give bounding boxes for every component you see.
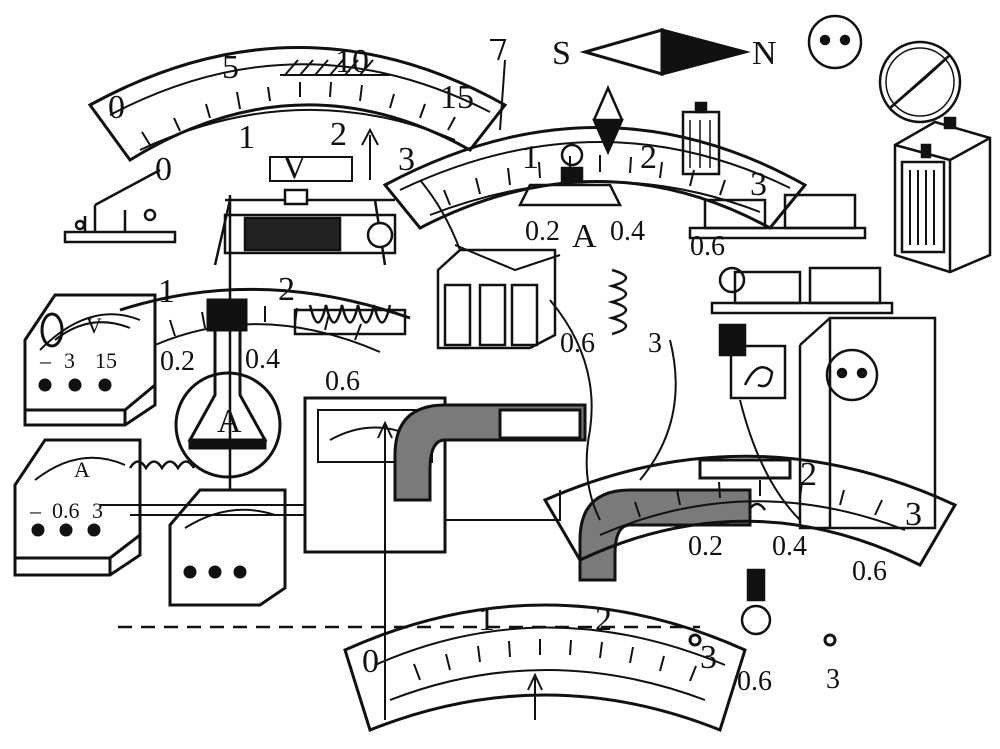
v-low-1: 1 <box>238 119 255 156</box>
bench-ammeter-center <box>168 488 287 607</box>
v-tick-0: 0 <box>108 89 125 126</box>
connecting-wires <box>100 39 801 521</box>
bench-v-terminal-3: 3 <box>64 348 75 373</box>
ar-low-02: 0.2 <box>688 531 723 562</box>
v-tick-10: 10 <box>335 43 369 80</box>
horseshoe-magnet-1 <box>393 403 587 502</box>
v-tick-5: 5 <box>222 49 239 86</box>
battery-icon <box>681 101 721 176</box>
bench-v-terminal-15: 15 <box>95 348 117 373</box>
am-tick-2: 2 <box>640 139 657 176</box>
compass-needle-icon <box>592 84 624 156</box>
ar-tick-2: 2 <box>800 456 817 493</box>
ab-tick-1: 1 <box>478 601 495 638</box>
bench-ammeter-left <box>13 438 142 577</box>
am-terminal-3: 3 <box>648 328 662 359</box>
ar-low-06: 0.6 <box>852 556 887 587</box>
ab-tick-2: 2 <box>595 601 612 638</box>
al-low-04: 0.4 <box>245 344 280 375</box>
rheostat-icon <box>213 188 397 266</box>
bench-a-terminal-06: 0.6 <box>52 498 80 523</box>
ammeter-mid-labels: 1 2 3 0.2 0.4 0.6 A 0.6 3 <box>522 139 767 359</box>
ab-terminal-3: 3 <box>826 664 840 695</box>
v-low-3: 3 <box>398 141 415 178</box>
ammeter-right-labels: 2 3 0.2 0.4 0.6 <box>688 456 922 587</box>
v-low-2: 2 <box>330 116 347 153</box>
al-tick-1: 1 <box>158 273 175 310</box>
ab-terminal-06: 0.6 <box>737 666 772 697</box>
al-low-02: 0.2 <box>160 346 195 377</box>
bench-voltmeter <box>23 293 157 427</box>
ammeter-right-dial <box>542 454 958 567</box>
compass-icon <box>878 40 962 124</box>
am-tick-3: 3 <box>750 166 767 203</box>
am-low-02: 0.2 <box>525 216 560 247</box>
accumulator-battery <box>893 116 992 274</box>
ammeter-bottom-labels: 0 1 2 3 0.6 3 <box>362 601 840 697</box>
am-low-06: 0.6 <box>690 231 725 262</box>
al-tick-2: 2 <box>278 271 295 308</box>
bench-voltmeter-unit: V <box>86 313 102 338</box>
ab-tick-3: 3 <box>700 639 717 676</box>
magnet-south-label: S <box>552 35 571 72</box>
ar-low-04: 0.4 <box>772 531 807 562</box>
bench-ammeter-unit: A <box>74 457 90 482</box>
magnet-north-label: N <box>752 35 777 72</box>
ammeter-left-labels: 1 2 0.2 0.4 0.6 <box>158 271 360 397</box>
ab-tick-0: 0 <box>362 643 379 680</box>
galvanometer-box <box>303 396 543 720</box>
am-tick-1: 1 <box>522 139 539 176</box>
bulb-icon-hanging <box>718 266 772 636</box>
v-low-0: 0 <box>155 151 172 188</box>
bulb-icon <box>517 143 623 207</box>
v-tick-15: 15 <box>440 79 474 116</box>
am-low-04: 0.4 <box>610 216 645 247</box>
battery-pack <box>436 248 557 350</box>
bench-a-terminal-3: 3 <box>92 498 103 523</box>
ar-tick-3: 3 <box>905 496 922 533</box>
switch-icon <box>63 168 177 244</box>
flask-ammeter <box>174 298 282 479</box>
voltmeter-scale-labels: 0 5 10 15 0 1 2 3 V <box>108 43 474 188</box>
bench-a-terminal-neg: – <box>29 498 42 523</box>
voltmeter-dial <box>87 46 508 182</box>
voltmeter-unit: V <box>282 149 307 186</box>
socket-icon <box>807 14 863 70</box>
bar-magnet <box>579 28 751 76</box>
bench-v-terminal-neg: – <box>39 348 52 373</box>
resistor-coils <box>688 193 894 315</box>
al-low-06: 0.6 <box>325 366 360 397</box>
ammeter-mid-unit: A <box>572 218 597 255</box>
ammeter-bottom-dial <box>343 603 837 732</box>
solenoid-coil <box>293 304 407 336</box>
